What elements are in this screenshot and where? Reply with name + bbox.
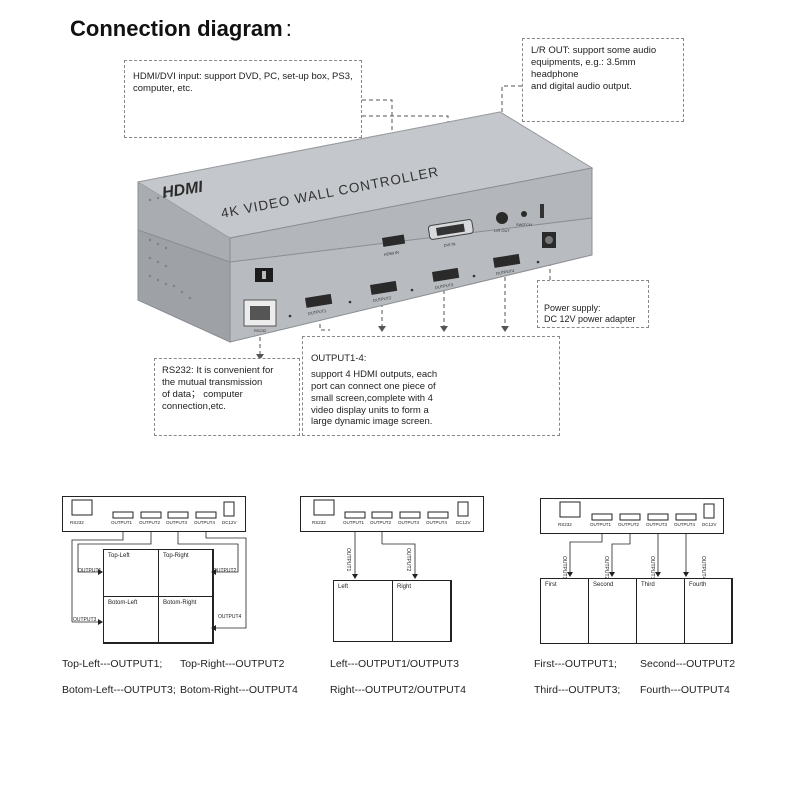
four-wire-1-label: OUTPUT1: [561, 556, 567, 580]
output2-port: [370, 280, 398, 295]
two-out3-label: OUTPUT3: [398, 520, 420, 525]
audio-note: L/R OUT: support some audio equipments, …: [522, 38, 684, 122]
four-out1-label: OUTPUT1: [590, 522, 612, 527]
rs232-note-text: RS232: It is convenient for the mutual t…: [162, 365, 274, 412]
power-note-text: Power supply: DC 12V power adapter: [544, 303, 636, 325]
four-cell-third: Third: [636, 578, 685, 644]
two-wire-1-label: OUTPUT1: [345, 548, 351, 572]
quad-out3-label: OUTPUT3: [166, 520, 188, 525]
lr-out-label: L/R OUT: [494, 228, 510, 233]
switch-label: SWITCH: [516, 222, 532, 227]
output1-label: OUTPUT1: [307, 308, 327, 316]
audio-port: [496, 212, 508, 224]
two-wires: [352, 532, 418, 579]
rs232-note: RS232: It is convenient for the mutual t…: [154, 358, 300, 436]
quad-legend-4: Botom-Right---OUTPUT4: [180, 684, 298, 696]
four-wire-4-label: OUTPUT4: [700, 556, 706, 580]
quad-wire-1-label: OUTPUT1: [78, 568, 102, 574]
audio-note-text: L/R OUT: support some audio equipments, …: [531, 45, 657, 92]
controller-device: HDMI 4K VIDEO WALL CONTROLLER HDMI IN DV…: [136, 111, 594, 343]
title-colon: :: [285, 16, 292, 41]
power-note: Power supply: DC 12V power adapter: [537, 280, 649, 328]
quad-wires: [71, 532, 247, 631]
quad-dc-label: DC12V: [222, 520, 237, 525]
quad-cell-top-left: Top-Left: [103, 549, 159, 597]
two-cell-left: Left: [333, 580, 393, 642]
two-panel: RS232 OUTPUT1 OUTPUT2 OUTPUT3 OUTPUT4 DC…: [300, 496, 484, 532]
quad-cell-top-right: Top-Right: [158, 549, 214, 597]
input-note: HDMI/DVI input: support DVD, PC, set-up …: [124, 60, 362, 138]
quad-out1-label: OUTPUT1: [111, 520, 133, 525]
four-out4-label: OUTPUT4: [674, 522, 696, 527]
four-legend-3: Third---OUTPUT3;: [534, 684, 621, 696]
output3-label: OUTPUT3: [434, 282, 454, 290]
quad-legend-2: Top-Right---OUTPUT2: [180, 658, 285, 670]
two-legend-2: Right---OUTPUT2/OUTPUT4: [330, 684, 466, 696]
four-wires: [567, 534, 689, 577]
quad-cell-bottom-right: Botom-Right: [158, 596, 214, 644]
page-title: Connection diagram:: [70, 16, 292, 42]
vent-holes: [148, 194, 192, 300]
output4-port: [493, 253, 521, 268]
four-legend-2: Second---OUTPUT2: [640, 658, 736, 670]
four-dc-label: DC12V: [702, 522, 717, 527]
two-dc-label: DC12V: [456, 520, 471, 525]
four-panel: RS232 OUTPUT1 OUTPUT2 OUTPUT3 OUTPUT4 DC…: [540, 498, 724, 534]
two-wall: Left Right: [333, 580, 452, 642]
quad-wire-2-label: OUTPUT2: [213, 568, 237, 574]
quad-wire-4-label: OUTPUT4: [218, 614, 242, 620]
output1-port: [305, 293, 333, 308]
output-note-text: support 4 HDMI outputs, each port can co…: [311, 368, 438, 428]
dvi-in-label: DVI IN: [443, 241, 456, 248]
brand-logo: HDMI: [161, 179, 205, 202]
output2-label: OUTPUT2: [372, 295, 392, 303]
four-cell-second: Second: [588, 578, 637, 644]
quad-legend-1: Top-Left---OUTPUT1;: [62, 658, 163, 670]
four-wire-2-label: OUTPUT2: [603, 556, 609, 580]
two-rs232-label: RS232: [312, 520, 326, 525]
output4-label: OUTPUT4: [495, 268, 515, 276]
rs232-label: RS232: [254, 328, 267, 333]
switch-button: [521, 211, 527, 217]
two-out2-label: OUTPUT2: [370, 520, 392, 525]
two-cell-right: Right: [392, 580, 452, 642]
quad-out2-label: OUTPUT2: [139, 520, 161, 525]
four-rs232-label: RS232: [558, 522, 572, 527]
output-note-title: OUTPUT1-4:: [311, 353, 367, 364]
four-legend-4: Fourth---OUTPUT4: [640, 684, 730, 696]
four-out2-label: OUTPUT2: [618, 522, 640, 527]
output3-port: [432, 267, 460, 282]
output-note: OUTPUT1-4: support 4 HDMI outputs, each …: [302, 336, 560, 436]
quad-wall: Top-Left Top-Right Botom-Left Botom-Righ…: [103, 549, 214, 644]
hdmi-in-wire: [362, 99, 393, 240]
quad-wire-3-label: OUTPUT3: [73, 617, 97, 623]
four-wall: First Second Third Fourth: [540, 578, 733, 644]
quad-legend-3: Botom-Left---OUTPUT3;: [62, 684, 176, 696]
quad-panel: RS232 OUTPUT1 OUTPUT2 OUTPUT3 OUTPUT4 DC…: [62, 496, 246, 532]
four-wire-3-label: OUTPUT3: [649, 556, 655, 580]
quad-cell-bottom-left: Botom-Left: [103, 596, 159, 644]
title-text: Connection diagram: [70, 16, 283, 41]
hdmi-in-label: HDMI IN: [383, 250, 399, 257]
four-legend-1: First---OUTPUT1;: [534, 658, 617, 670]
quad-out4-label: OUTPUT4: [194, 520, 216, 525]
four-cell-fourth: Fourth: [684, 578, 733, 644]
two-out1-label: OUTPUT1: [343, 520, 365, 525]
two-out4-label: OUTPUT4: [426, 520, 448, 525]
indicator-led: [540, 204, 544, 218]
four-cell-first: First: [540, 578, 589, 644]
quad-rs232-label: RS232: [70, 520, 84, 525]
four-out3-label: OUTPUT3: [646, 522, 668, 527]
hdmi-in-port: [382, 234, 406, 247]
input-note-text: HDMI/DVI input: support DVD, PC, set-up …: [133, 71, 353, 94]
two-legend-1: Left---OUTPUT1/OUTPUT3: [330, 658, 459, 670]
two-wire-2-label: OUTPUT2: [405, 548, 411, 572]
